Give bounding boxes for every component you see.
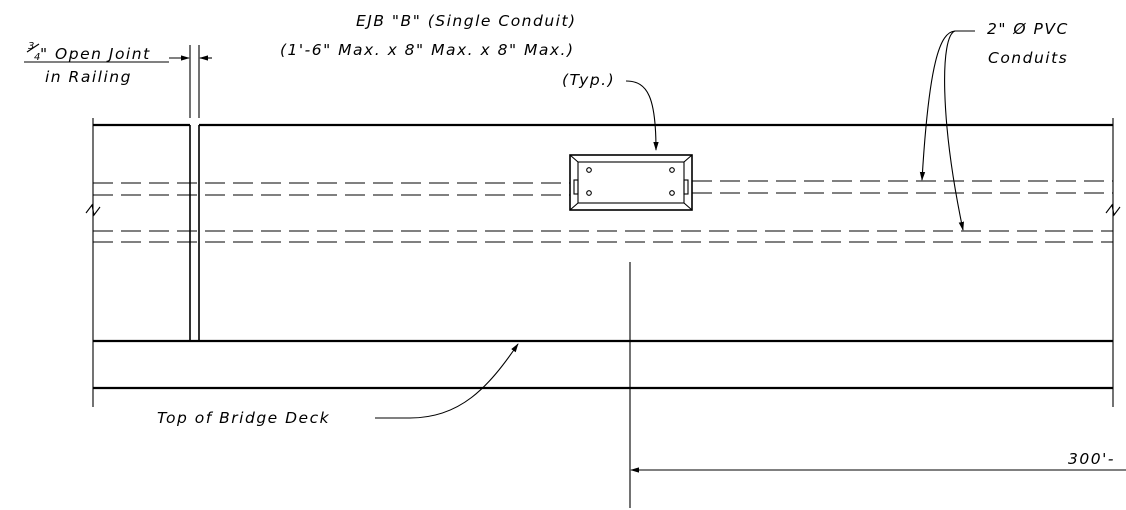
open-joint-callout: 3 4 " Open Joint in Railing bbox=[24, 41, 212, 118]
ejb-label-line2: (1'-6" Max. x 8" Max. x 8" Max.) bbox=[280, 41, 575, 59]
ejb-label-line1: EJB "B" (Single Conduit) bbox=[356, 12, 577, 30]
joint-label-line2: in Railing bbox=[45, 68, 132, 86]
bridge-deck-lines bbox=[93, 339, 1113, 390]
dimension-text: 300'- bbox=[1068, 450, 1115, 468]
pvc-label-line2: Conduits bbox=[988, 49, 1068, 67]
junction-box-ejb bbox=[569, 154, 693, 211]
bolt-hole bbox=[669, 167, 675, 173]
deck-label: Top of Bridge Deck bbox=[157, 409, 330, 427]
fraction-slash bbox=[26, 43, 40, 53]
ejb-callout: EJB "B" (Single Conduit) (1'-6" Max. x 8… bbox=[280, 12, 659, 151]
boundary-lines bbox=[92, 118, 1114, 407]
joint-label-line1: " Open Joint bbox=[40, 45, 151, 63]
pvc-conduit-callout: 2" Ø PVC Conduits bbox=[919, 20, 1069, 231]
bolt-hole bbox=[669, 190, 675, 196]
bolt-hole bbox=[586, 190, 592, 196]
lower-conduit-dashed bbox=[93, 230, 1113, 243]
upper-conduit-dashed bbox=[93, 180, 1113, 196]
ejb-label-line3: (Typ.) bbox=[562, 71, 615, 89]
pvc-label-line1: 2" Ø PVC bbox=[987, 20, 1069, 38]
deck-callout: Top of Bridge Deck bbox=[157, 343, 519, 427]
break-marks bbox=[85, 203, 1121, 217]
bolt-hole bbox=[586, 167, 592, 173]
joint-fraction-denominator: 4 bbox=[34, 52, 40, 63]
open-joint-lines bbox=[189, 125, 200, 340]
joint-fraction-numerator: 3 bbox=[28, 41, 34, 52]
